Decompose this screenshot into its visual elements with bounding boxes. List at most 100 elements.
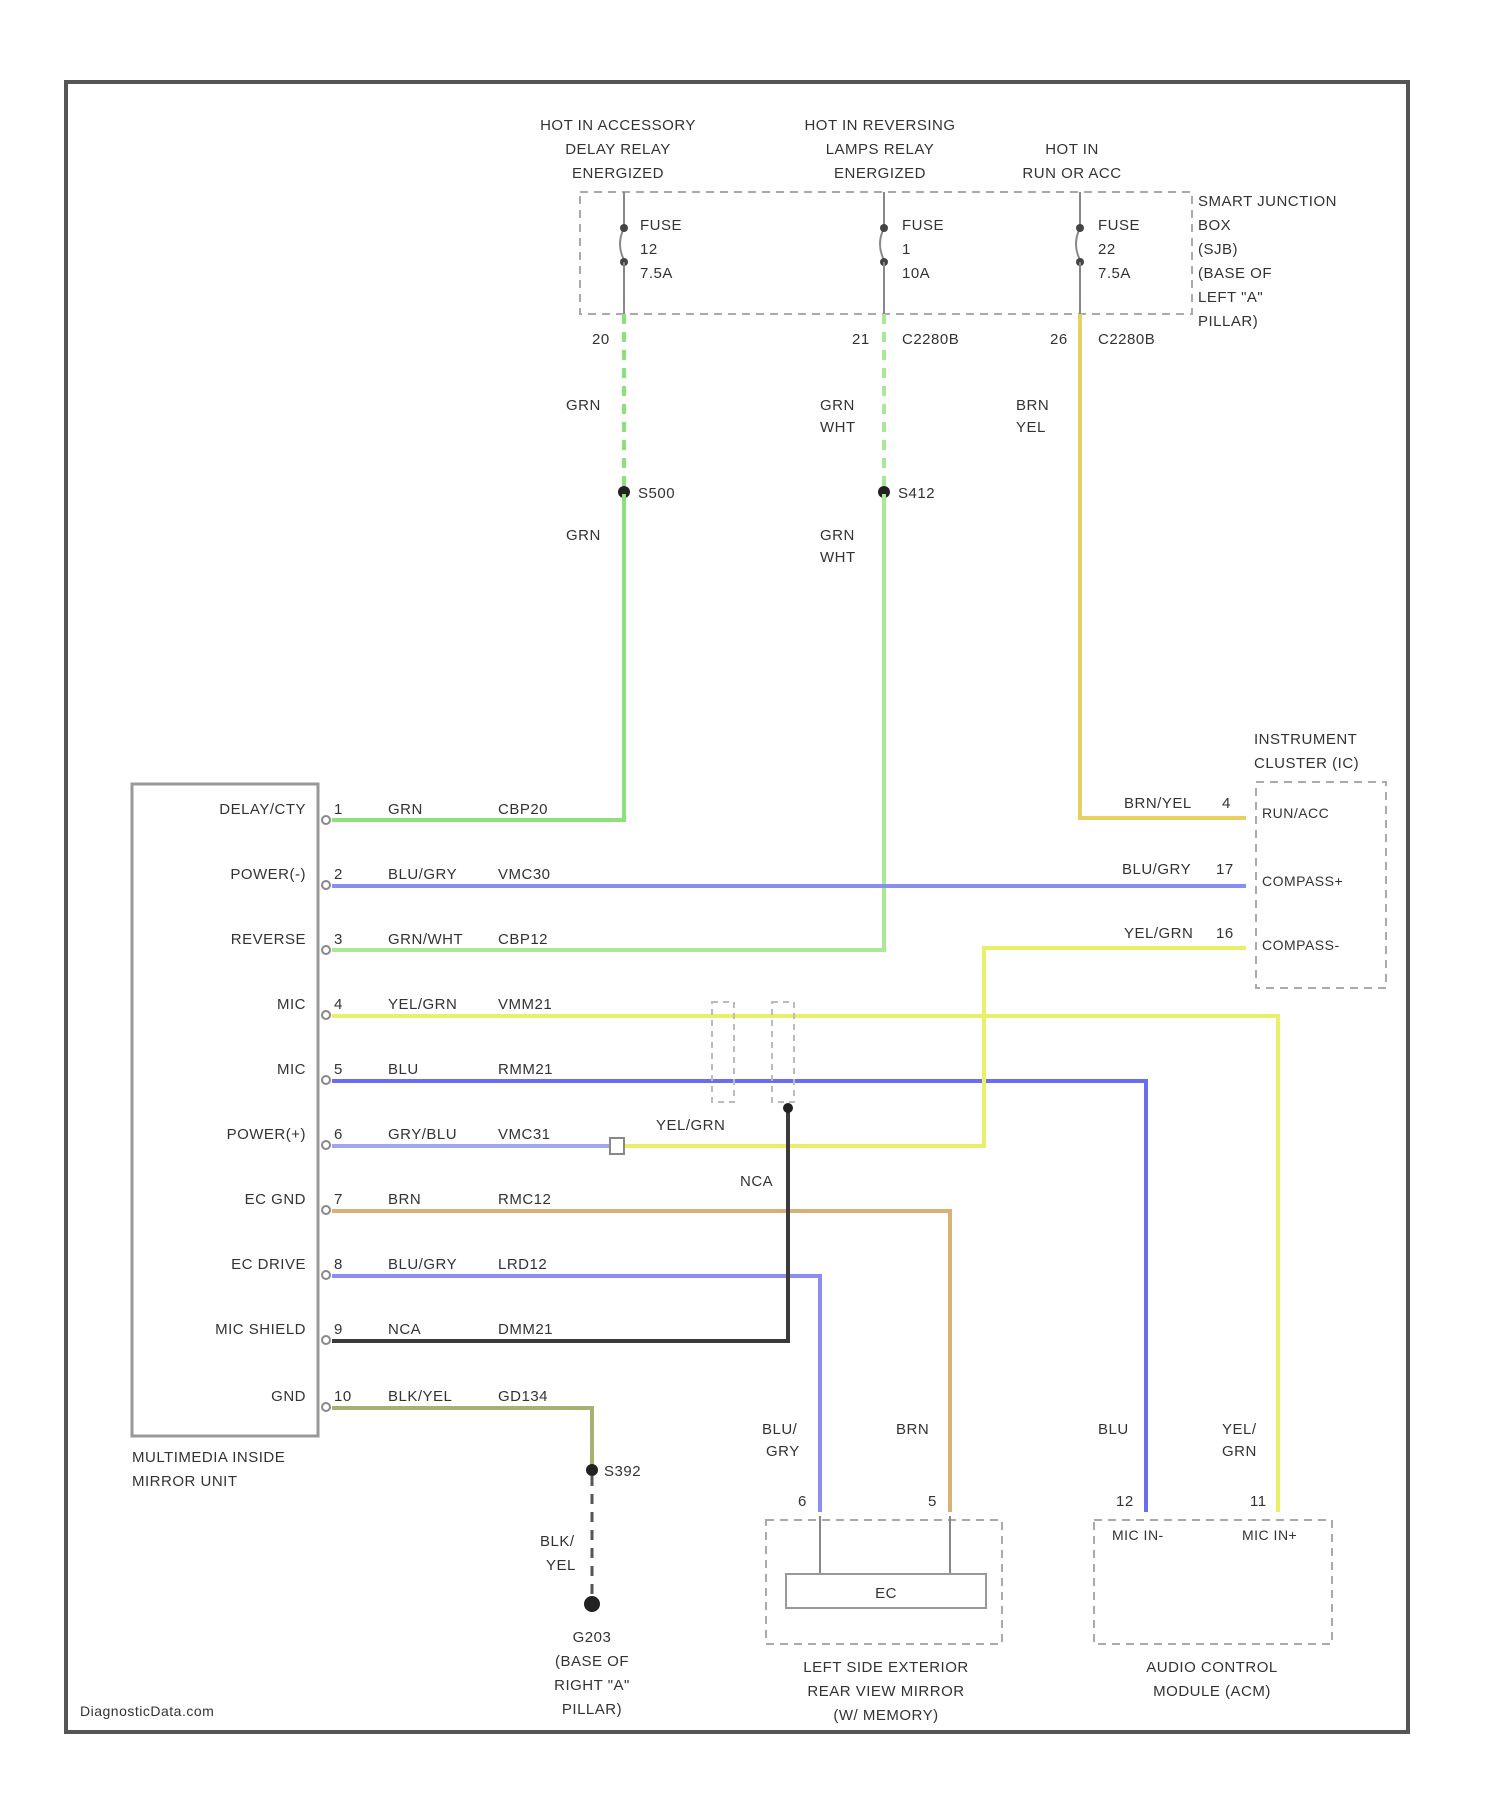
mirror-pin-circuit: CBP12 [498, 931, 548, 948]
source-run-acc: HOT IN RUN OR ACC FUSE 22 7.5A 26 C2280B… [1016, 141, 1155, 436]
watermark: DiagnosticData.com [80, 1703, 214, 1719]
svg-text:MODULE (ACM): MODULE (ACM) [1153, 1683, 1271, 1700]
svg-text:LEFT SIDE EXTERIOR: LEFT SIDE EXTERIOR [803, 1659, 968, 1676]
mirror-pin-number: 7 [334, 1191, 343, 1208]
mid-wire-nca: NCA [740, 1173, 773, 1190]
svg-text:S412: S412 [898, 485, 935, 502]
ground-icon [584, 1596, 600, 1612]
svg-text:YEL/: YEL/ [1222, 1421, 1257, 1438]
svg-text:(BASE OF: (BASE OF [1198, 265, 1272, 282]
mirror-pin-number: 8 [334, 1256, 343, 1273]
mirror-pin-terminal [322, 1011, 330, 1019]
svg-text:BRN: BRN [1016, 397, 1049, 414]
svg-text:22: 22 [1098, 241, 1116, 258]
svg-text:7.5A: 7.5A [1098, 265, 1131, 282]
svg-text:MIRROR UNIT: MIRROR UNIT [132, 1473, 238, 1490]
svg-text:GRN: GRN [566, 397, 601, 414]
svg-text:YEL/GRN: YEL/GRN [1124, 925, 1193, 942]
svg-text:10A: 10A [902, 265, 930, 282]
mirror-pin-number: 1 [334, 801, 343, 818]
svg-text:C2280B: C2280B [1098, 331, 1155, 348]
wire-yel-grn [332, 1016, 1278, 1512]
mirror-pin-circuit: LRD12 [498, 1256, 547, 1273]
audio-control-module: BLU YEL/ GRN 12 11 MIC IN- MIC IN+ AUDIO… [1094, 1421, 1332, 1700]
mirror-pin-name: POWER(+) [227, 1126, 306, 1143]
svg-text:YEL: YEL [546, 1557, 576, 1574]
source-accessory-delay: HOT IN ACCESSORY DELAY RELAY ENERGIZED F… [540, 117, 696, 544]
svg-text:MIC IN-: MIC IN- [1112, 1527, 1164, 1543]
mirror-pin-circuit: GD134 [498, 1388, 548, 1405]
exterior-mirror: BLU/ GRY BRN 6 5 EC LEFT SIDE EXTERIOR R… [762, 1421, 1002, 1724]
svg-text:GRN: GRN [566, 527, 601, 544]
mirror-pin-wire: BRN [388, 1191, 421, 1208]
mirror-pin-number: 2 [334, 866, 343, 883]
svg-text:PILLAR): PILLAR) [1198, 313, 1258, 330]
svg-text:LAMPS RELAY: LAMPS RELAY [826, 141, 935, 158]
mirror-pin-number: 9 [334, 1321, 343, 1338]
mirror-pin-terminal [322, 1206, 330, 1214]
svg-text:INSTRUMENT: INSTRUMENT [1254, 731, 1357, 748]
mirror-pin-number: 10 [334, 1388, 352, 1405]
mirror-pin-circuit: VMM21 [498, 996, 552, 1013]
cluster-title: INSTRUMENT CLUSTER (IC) [1254, 731, 1359, 772]
svg-text:S500: S500 [638, 485, 675, 502]
svg-text:6: 6 [798, 1493, 807, 1510]
svg-text:RIGHT "A": RIGHT "A" [554, 1677, 630, 1694]
svg-text:16: 16 [1216, 925, 1234, 942]
svg-text:CLUSTER (IC): CLUSTER (IC) [1254, 755, 1359, 772]
svg-text:20: 20 [592, 331, 610, 348]
mirror-pin-circuit: VMC31 [498, 1126, 551, 1143]
svg-text:HOT IN ACCESSORY: HOT IN ACCESSORY [540, 117, 696, 134]
svg-text:FUSE: FUSE [902, 217, 944, 234]
svg-text:AUDIO CONTROL: AUDIO CONTROL [1146, 1659, 1278, 1676]
mirror-pin-terminal [322, 1403, 330, 1411]
mirror-pin-name: GND [271, 1388, 306, 1405]
svg-text:RUN OR ACC: RUN OR ACC [1022, 165, 1121, 182]
mirror-pin-terminal [322, 1076, 330, 1084]
mirror-pin-name: DELAY/CTY [219, 801, 306, 818]
svg-text:(W/ MEMORY): (W/ MEMORY) [833, 1707, 938, 1724]
svg-text:BLU/GRY: BLU/GRY [1122, 861, 1191, 878]
mirror-pin-wire: BLU/GRY [388, 866, 457, 883]
svg-text:12: 12 [1116, 1493, 1134, 1510]
mirror-pin-name: REVERSE [231, 931, 306, 948]
mirror-pin-name: POWER(-) [230, 866, 306, 883]
mirror-pin-name: EC GND [245, 1191, 306, 1208]
svg-text:ENERGIZED: ENERGIZED [572, 165, 664, 182]
twisted-pair-shield [712, 1002, 794, 1113]
mirror-pin-number: 6 [334, 1126, 343, 1143]
svg-text:SMART JUNCTION: SMART JUNCTION [1198, 193, 1337, 210]
svg-text:1: 1 [902, 241, 911, 258]
mirror-pin-circuit: CBP20 [498, 801, 548, 818]
mirror-unit-label: MULTIMEDIA INSIDE MIRROR UNIT [132, 1449, 285, 1490]
svg-text:COMPASS-: COMPASS- [1262, 937, 1340, 953]
mirror-pin-wire: GRN [388, 801, 423, 818]
svg-text:REAR VIEW MIRROR: REAR VIEW MIRROR [807, 1683, 964, 1700]
svg-text:(BASE OF: (BASE OF [555, 1653, 629, 1670]
svg-text:DELAY RELAY: DELAY RELAY [565, 141, 671, 158]
svg-text:MULTIMEDIA INSIDE: MULTIMEDIA INSIDE [132, 1449, 285, 1466]
svg-text:MIC IN+: MIC IN+ [1242, 1527, 1297, 1543]
svg-text:GRY: GRY [766, 1443, 800, 1460]
svg-text:EC: EC [875, 1585, 897, 1602]
mirror-pin-terminal [322, 881, 330, 889]
mirror-pin-terminal [322, 946, 330, 954]
svg-text:PILLAR): PILLAR) [562, 1701, 622, 1718]
mirror-pin-name: MIC SHIELD [215, 1321, 306, 1338]
mirror-pin-circuit: DMM21 [498, 1321, 553, 1338]
svg-text:FUSE: FUSE [1098, 217, 1140, 234]
mirror-pin-wire: NCA [388, 1321, 421, 1338]
svg-text:BLK/: BLK/ [540, 1533, 575, 1550]
svg-text:11: 11 [1250, 1493, 1267, 1510]
svg-text:(SJB): (SJB) [1198, 241, 1238, 258]
svg-text:12: 12 [640, 241, 658, 258]
svg-text:BLU: BLU [1098, 1421, 1129, 1438]
svg-text:ENERGIZED: ENERGIZED [834, 165, 926, 182]
svg-text:LEFT "A": LEFT "A" [1198, 289, 1263, 306]
svg-text:S392: S392 [604, 1463, 641, 1480]
svg-text:BRN: BRN [896, 1421, 929, 1438]
sjb-label: SMART JUNCTION BOX (SJB) (BASE OF LEFT "… [1198, 193, 1337, 330]
mirror-pin-terminal [322, 1336, 330, 1344]
